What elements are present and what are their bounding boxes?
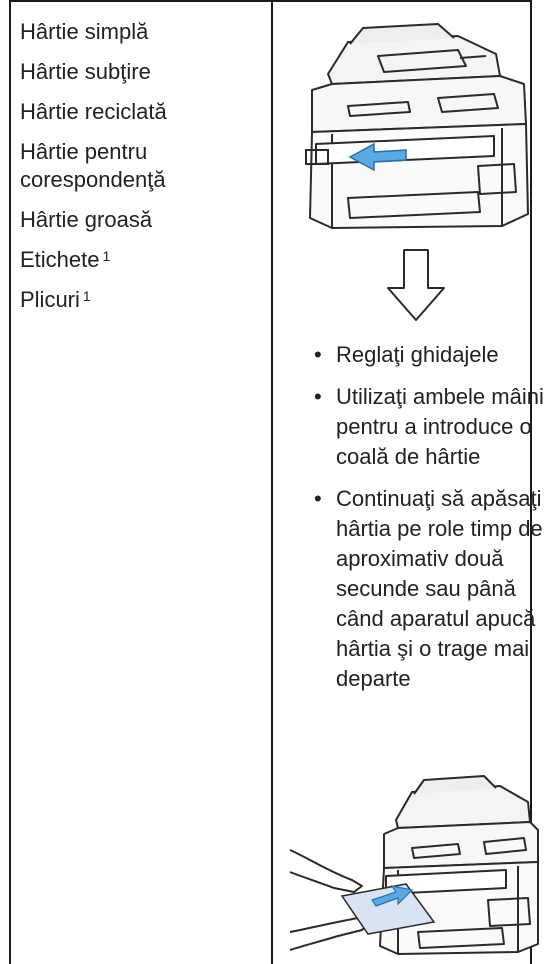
footnote-ref: 1: [82, 288, 91, 304]
bullet-marker: •: [314, 384, 322, 409]
paper-type-plain: Hârtie simplă: [20, 19, 149, 44]
bullet-marker: •: [314, 486, 322, 511]
instruction-item: •Utilizaţi ambele mâini pentru a introdu…: [314, 384, 544, 469]
instruction-item: •Reglaţi ghidajele: [314, 340, 550, 370]
footnote-ref: 1: [102, 248, 111, 264]
paper-type-list: Hârtie simplă Hârtie subţire Hârtie reci…: [20, 18, 270, 326]
table-top-border: [9, 0, 532, 2]
paper-type-thin: Hârtie subţire: [20, 59, 151, 84]
printer-hands-illustration: [289, 775, 539, 955]
down-arrow-icon: [387, 249, 445, 321]
table-column-divider: [271, 0, 273, 964]
bullet-marker: •: [314, 342, 322, 367]
table-right-border: [530, 0, 532, 964]
instruction-item: •Continuaţi să apăsaţi hârtia pe role ti…: [314, 486, 543, 691]
instruction-list: •Reglaţi ghidajele •Utilizaţi ambele mâi…: [314, 340, 550, 706]
paper-type-bond: Hârtie pentru corespondenţă: [20, 139, 166, 192]
table-left-border: [9, 0, 11, 964]
printer-guides-illustration: [305, 23, 529, 229]
paper-type-thick: Hârtie groasă: [20, 207, 153, 232]
paper-type-recycled: Hârtie reciclată: [20, 99, 167, 124]
instruction-column: •Reglaţi ghidajele •Utilizaţi ambele mâi…: [284, 0, 550, 964]
